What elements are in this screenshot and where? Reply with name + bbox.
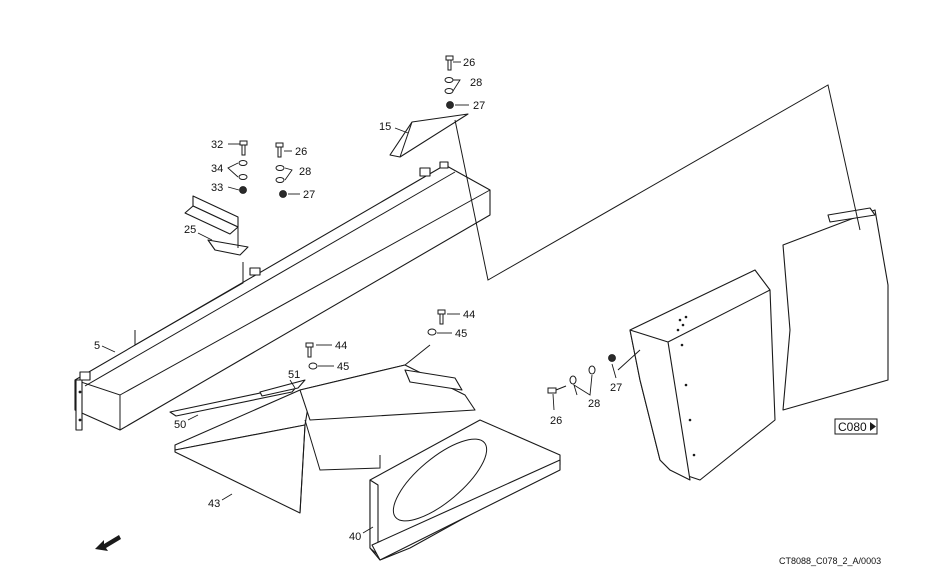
label-26-top: 26 [463, 57, 475, 69]
leader-lines [101, 61, 617, 534]
hardware-44-45-left [305, 342, 318, 370]
hardware-stack-lower [547, 354, 616, 394]
label-26-mid: 26 [295, 146, 307, 158]
part-right-panel-rear [782, 207, 889, 411]
part-40-slotted-cover [369, 419, 561, 561]
drawing-code: CT8088_C078_2_A/0003 [779, 556, 881, 566]
label-51: 51 [288, 369, 300, 381]
label-28-low: 28 [588, 398, 600, 410]
assembly-line-upper [454, 84, 861, 281]
hardware-stack-top [444, 55, 454, 109]
hardware-stack-left [238, 140, 248, 194]
triangle-right-icon [870, 422, 876, 431]
part-51-strip [259, 379, 306, 397]
reference-label: C080 [838, 420, 867, 434]
label-44-left: 44 [335, 340, 347, 352]
label-44-right: 44 [463, 309, 475, 321]
part-right-panel-front [629, 269, 776, 481]
label-40: 40 [349, 531, 361, 543]
label-45-left: 45 [337, 361, 349, 373]
label-25: 25 [184, 224, 196, 236]
label-28-mid: 28 [299, 166, 311, 178]
part-center-shield [299, 344, 476, 471]
label-27-top: 27 [473, 100, 485, 112]
label-32: 32 [211, 139, 223, 151]
label-15: 15 [379, 121, 391, 133]
reference-box-c080: C080 [834, 418, 878, 435]
label-34: 34 [211, 163, 223, 175]
hardware-44-45-right [427, 309, 446, 336]
hardware-stack-middle [275, 142, 287, 198]
label-27-mid: 27 [303, 189, 315, 201]
label-50: 50 [174, 419, 186, 431]
assembly-line-5-25 [134, 262, 244, 346]
label-28-top: 28 [470, 77, 482, 89]
label-27-low: 27 [610, 382, 622, 394]
direction-arrow-icon [95, 535, 121, 551]
label-33: 33 [211, 182, 223, 194]
label-45-right: 45 [455, 328, 467, 340]
part-15-plate [389, 113, 469, 158]
assembly-line-right [617, 349, 641, 371]
label-26-low: 26 [550, 415, 562, 427]
part-5-long-shield [74, 161, 491, 431]
part-25-bracket [184, 195, 249, 256]
part-labels: 26 28 27 15 32 34 33 26 28 27 25 5 44 45… [94, 57, 622, 543]
label-43: 43 [208, 498, 220, 510]
label-5: 5 [94, 340, 100, 352]
